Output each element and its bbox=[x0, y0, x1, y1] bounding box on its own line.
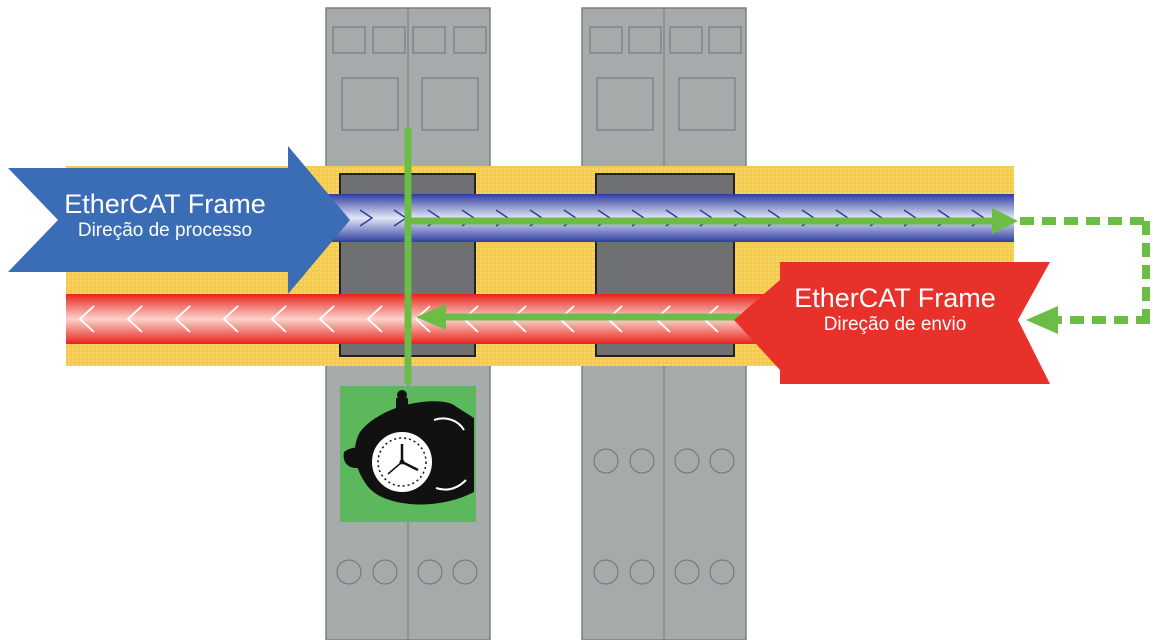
process-direction-arrow bbox=[8, 146, 350, 294]
process-arrow-title: EtherCAT Frame bbox=[64, 189, 266, 219]
send-direction-arrow bbox=[734, 262, 1050, 384]
send-chevron bbox=[270, 305, 287, 333]
process-arrow-label: EtherCAT Frame Direção de processo bbox=[30, 190, 300, 241]
process-arrow-subtitle: Direção de processo bbox=[77, 220, 253, 242]
send-chevron bbox=[366, 305, 383, 333]
send-chevron bbox=[318, 305, 335, 333]
send-chevron bbox=[414, 305, 431, 333]
send-chevron bbox=[174, 305, 191, 333]
send-arrow-title: EtherCAT Frame bbox=[794, 283, 996, 313]
send-chevron bbox=[126, 305, 143, 333]
timing-path bbox=[404, 128, 1150, 384]
send-arrow-subtitle: Direção de envio bbox=[823, 314, 967, 336]
stopwatch-hand-icon bbox=[340, 386, 476, 522]
process-chevron bbox=[359, 209, 374, 227]
send-chevron bbox=[78, 305, 95, 333]
send-arrow-label: EtherCAT Frame Direção de envio bbox=[760, 284, 1030, 335]
send-chevron bbox=[222, 305, 239, 333]
